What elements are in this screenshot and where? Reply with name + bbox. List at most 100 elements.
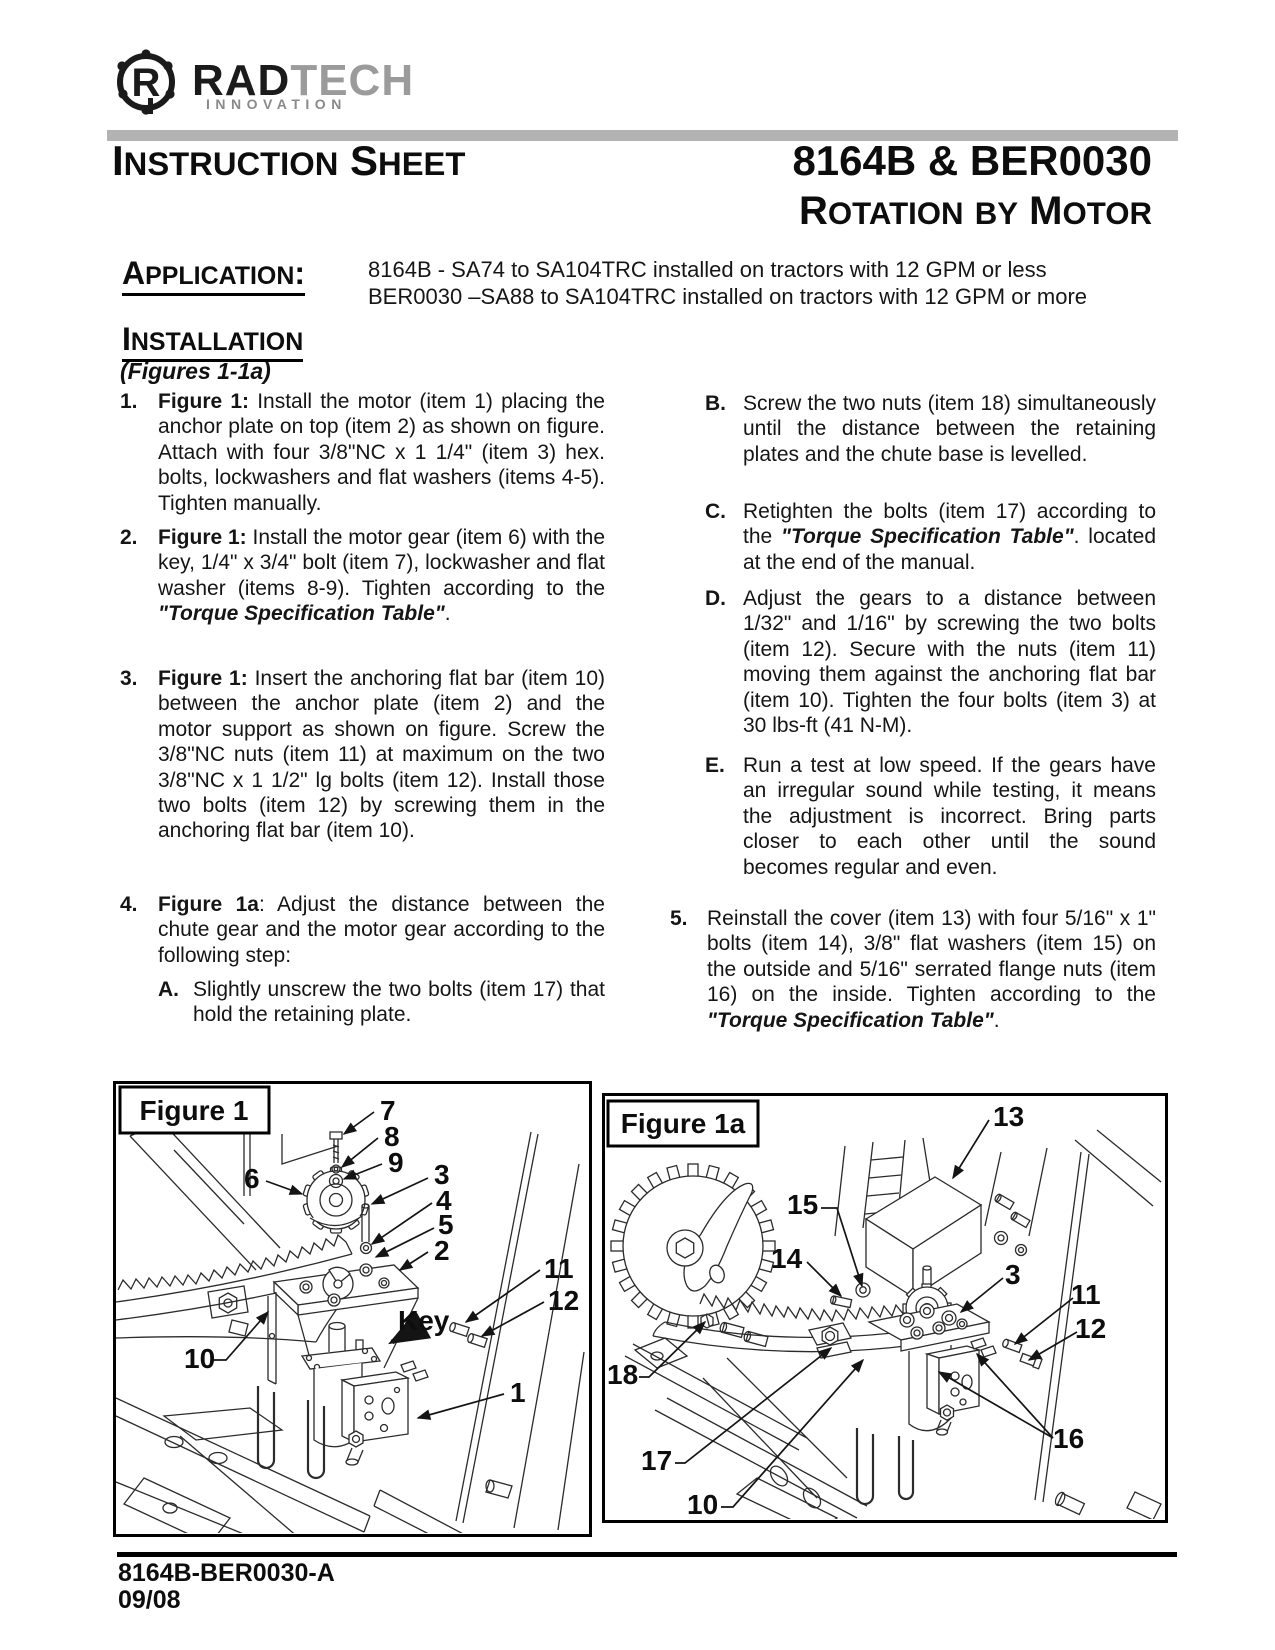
fig1-callouts: 7 8 9 6 3 4 5 2 11 12 10 1 Key (184, 1095, 579, 1408)
figure-1-drawing: 7 8 9 6 3 4 5 2 11 12 10 1 Key Figure 1 (116, 1085, 585, 1533)
logo-tagline: INNOVATION (206, 96, 347, 112)
fig1a-label: Figure 1a (621, 1108, 746, 1139)
step-5-marker: 5. (670, 907, 688, 930)
step-3-marker: 3. (120, 667, 138, 690)
step-2-torque-ref: "Torque Specification Table" (158, 602, 445, 626)
fig1-callout-11: 11 (544, 1253, 574, 1284)
substep-d-marker: D. (705, 587, 726, 610)
fig1a-label-box: Figure 1a (606, 1099, 760, 1148)
fig1a-bolt-washer-15-14 (829, 1282, 871, 1309)
substep-c-tail: . located at the end of the manual. (743, 525, 1157, 574)
fig1a-chute-gear (610, 1163, 776, 1329)
fig1a-chassis (624, 1337, 868, 1519)
substep-b: B. Screw the two nuts (item 18) simultan… (705, 391, 1156, 467)
fig1a-cover-bolts (993, 1193, 1031, 1257)
application-line-2: BER0030 –SA88 to SA104TRC installed on t… (368, 284, 1088, 309)
fig1a-pole-fitting (1054, 1491, 1086, 1516)
fig1a-callouts: 13 15 14 3 11 12 18 17 10 16 (607, 1101, 1106, 1519)
step-3: 3. Figure 1: Insert the anchoring flat b… (120, 666, 605, 844)
fig1a-frame-lines (834, 1129, 1162, 1519)
logo-wordmark: RADTECH (192, 56, 414, 106)
substep-c: C. Retighten the bolts (item 17) accordi… (705, 499, 1156, 575)
fig1a-rack-sector (652, 1292, 936, 1353)
substep-c-text: Retighten the bolts (item 17) according … (743, 500, 1156, 549)
fig1a-callout-13: 13 (993, 1101, 1024, 1132)
fig1a-leaders (639, 1119, 1078, 1508)
step-4: 4. Figure 1a: Adjust the distance betwee… (120, 892, 605, 968)
application-line-1: 8164B - SA74 to SA104TRC installed on tr… (368, 257, 1047, 282)
step-5-torque-ref: "Torque Specification Table" (707, 1008, 994, 1032)
substep-d-text: Adjust the gears to a distance between 1… (743, 587, 1156, 738)
fig1a-u-bolts (855, 1428, 915, 1506)
fig1-callout-5: 5 (438, 1209, 454, 1240)
step-4-lead-sep: : (258, 893, 278, 916)
step-1-text: Install the motor (item 1) placing the a… (158, 390, 605, 515)
substep-a: A. Slightly unscrew the two bolts (item … (158, 977, 605, 1028)
fig1-adjust-bolts (449, 1321, 488, 1349)
step-1-lead: Figure 1: (158, 390, 250, 413)
substep-c-marker: C. (705, 500, 726, 523)
step-1: 1. Figure 1: Install the motor (item 1) … (120, 389, 605, 516)
fig1a-callout-17: 17 (641, 1445, 672, 1476)
fig1-label-box: Figure 1 (118, 1085, 271, 1135)
fig1-label: Figure 1 (140, 1095, 249, 1126)
step-2-lead: Figure 1: (158, 526, 247, 549)
footer-doc-code: 8164B-BER0030-A (118, 1559, 335, 1587)
substep-e-text: Run a test at low speed. If the gears ha… (743, 754, 1156, 879)
header-divider (107, 130, 1178, 141)
doc-type-title: INSTRUCTION SHEET (112, 137, 466, 184)
fig1a-callout-18: 18 (607, 1359, 638, 1390)
substep-d: D. Adjust the gears to a distance betwee… (705, 586, 1156, 738)
substep-e-marker: E. (705, 754, 725, 777)
fig1-callout-9: 9 (388, 1147, 404, 1178)
figure-1-box: 7 8 9 6 3 4 5 2 11 12 10 1 Key Figure 1 (113, 1081, 592, 1537)
fig1-stud-washer (359, 1203, 373, 1255)
fig1a-callout-10: 10 (687, 1489, 718, 1519)
fig1a-callout-3: 3 (1005, 1259, 1021, 1290)
substep-a-text: Slightly unscrew the two bolts (item 17)… (193, 978, 605, 1027)
fig1-frame-lines (129, 1121, 585, 1531)
fig1a-adjust-bolts (1002, 1338, 1043, 1370)
application-text: 8164B - SA74 to SA104TRC installed on tr… (368, 256, 1087, 310)
step-5: 5. Reinstall the cover (item 13) with fo… (670, 906, 1156, 1033)
fig1a-callout-11: 11 (1071, 1279, 1101, 1310)
logo-wordmark-rad: RAD (192, 56, 291, 105)
fig1-callout-1: 1 (510, 1377, 526, 1408)
fig1-callout-2: 2 (434, 1235, 450, 1266)
figure-1a-drawing: 13 15 14 3 11 12 18 17 10 16 Figure 1a (606, 1099, 1162, 1519)
fig1-callout-7: 7 (380, 1095, 396, 1126)
fig1-chassis (116, 1397, 513, 1533)
fig1-leaders (212, 1111, 545, 1420)
step-2-text: Install the motor gear (item 6) with the… (158, 526, 606, 600)
fig1-gear-bolt-washers (328, 1131, 344, 1189)
substep-a-marker: A. (158, 978, 179, 1001)
step-4-marker: 4. (120, 893, 138, 916)
fig1-callout-6: 6 (244, 1163, 260, 1194)
substep-c-torque-ref: "Torque Specification Table" (781, 525, 1074, 549)
logo-wordmark-tech: TECH (290, 56, 415, 105)
fig1-motor-gear (302, 1166, 370, 1234)
step-4-text: Adjust the distance between the chute ge… (158, 893, 605, 967)
fig1-u-bolts (256, 1386, 326, 1480)
step-5-text: Reinstall the cover (item 13) with four … (707, 907, 1156, 1007)
model-title: 8164B & BER0030 (792, 137, 1152, 184)
fig1-key-label: Key (398, 1305, 450, 1336)
installation-heading: INSTALLATION (122, 323, 304, 362)
fig1a-callout-14: 14 (771, 1243, 803, 1274)
subtitle: ROTATION BY MOTOR (798, 189, 1152, 233)
fig1-callout-10: 10 (184, 1343, 215, 1374)
footer-rule (117, 1552, 1177, 1557)
application-heading: APPLICATION: (122, 257, 306, 296)
fig1-callout-3: 3 (434, 1159, 450, 1190)
figures-note: (Figures 1-1a) (120, 358, 271, 384)
step-2: 2. Figure 1: Install the motor gear (ite… (120, 525, 605, 627)
step-3-text: Insert the anchoring flat bar (item 10) … (158, 667, 605, 843)
logo-badge: R (117, 49, 175, 115)
fig1a-callout-15: 15 (787, 1189, 818, 1220)
fig1a-callout-12: 12 (1075, 1313, 1106, 1344)
substep-e: E. Run a test at low speed. If the gears… (705, 753, 1156, 880)
footer-date: 09/08 (118, 1586, 181, 1614)
fig1-callout-12: 12 (548, 1285, 579, 1316)
fig1-callout-4: 4 (436, 1185, 452, 1216)
substep-b-text: Screw the two nuts (item 18) simultaneou… (743, 392, 1156, 466)
